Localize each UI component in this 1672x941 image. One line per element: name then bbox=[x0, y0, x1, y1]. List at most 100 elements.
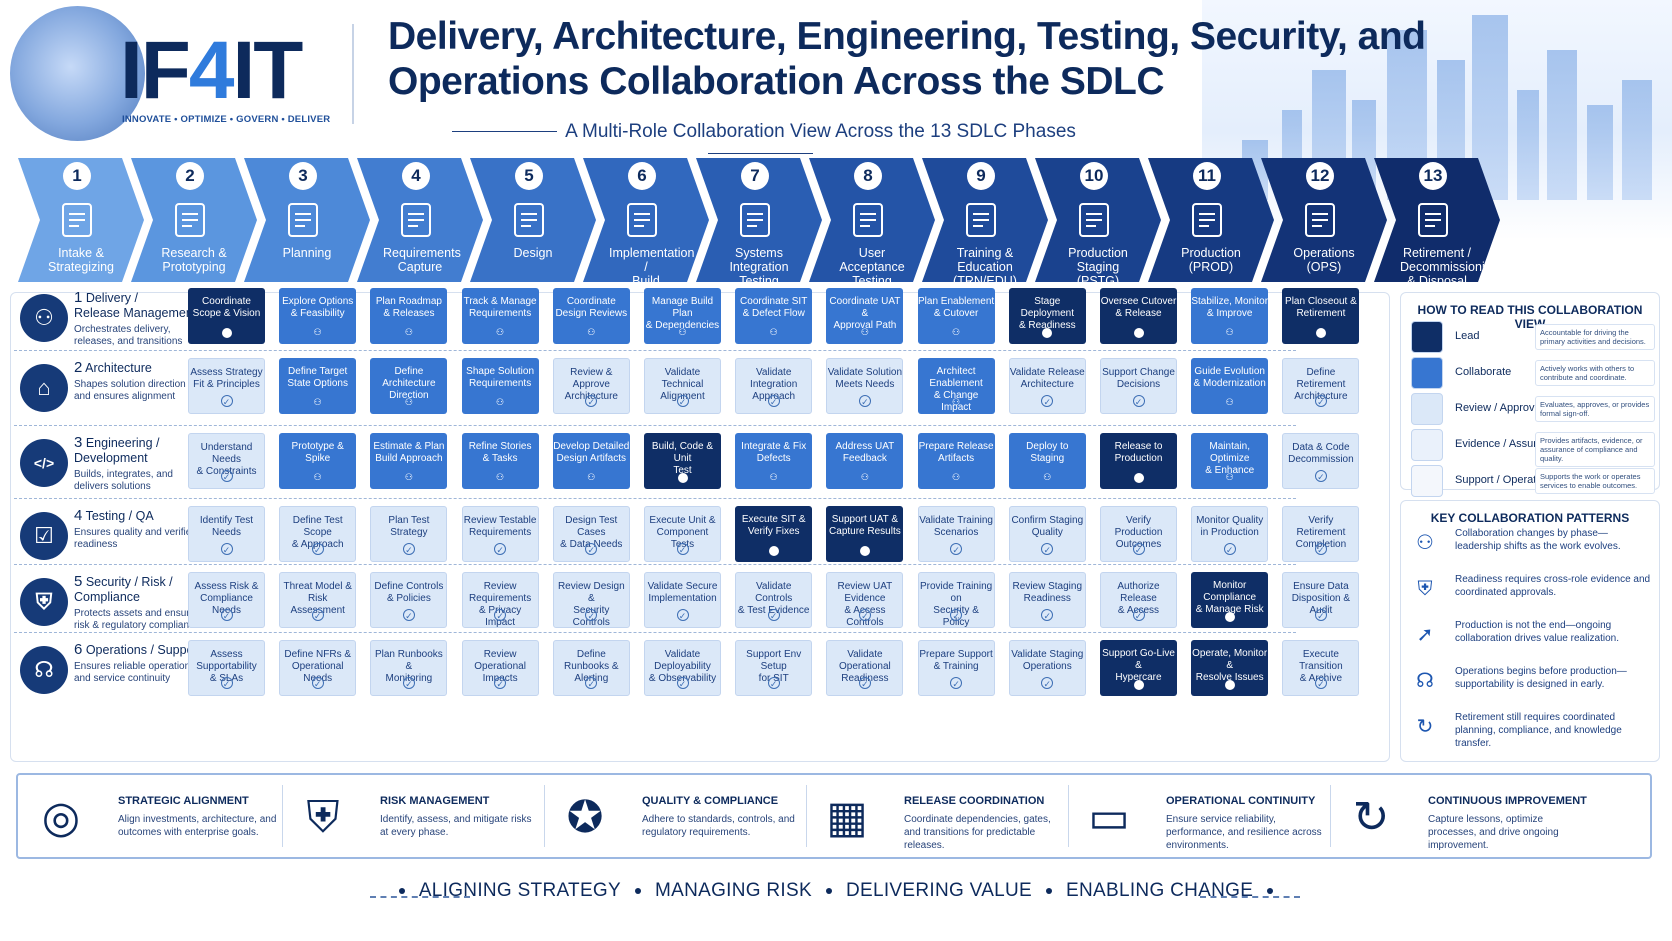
globe-icon bbox=[10, 6, 145, 141]
row-separator bbox=[14, 632, 1296, 633]
role-number: 2 bbox=[74, 359, 83, 376]
matrix-cell: Identify Test Needs✓ bbox=[188, 506, 265, 562]
cell-label: Define Controls & Policies bbox=[374, 581, 444, 604]
principle-divider bbox=[544, 785, 545, 847]
patterns-title: KEY COLLABORATION PATTERNS bbox=[1430, 511, 1630, 525]
shield-check-icon: ⛨ bbox=[306, 793, 340, 842]
phase-number: 1 bbox=[63, 162, 91, 190]
monitor-icon: ▭ bbox=[1088, 793, 1130, 842]
matrix-cell: Assess Risk & Compliance Needs✓ bbox=[188, 572, 265, 628]
cell-label: Plan Roadmap & Releases bbox=[375, 296, 442, 319]
row-separator bbox=[14, 425, 1296, 426]
phase-label: Production (PROD) bbox=[1181, 246, 1241, 274]
matrix-cell: Provide Training on Security & Policy✓ bbox=[917, 572, 995, 628]
check-circle-icon: ✓ bbox=[585, 543, 598, 555]
phase-icon bbox=[1072, 198, 1116, 242]
check-circle-icon: ✓ bbox=[676, 609, 689, 621]
lead-marker-icon bbox=[1315, 328, 1326, 338]
principle-title: OPERATIONAL CONTINUITY bbox=[1166, 795, 1316, 807]
cell-label: Plan Test Strategy bbox=[388, 515, 430, 538]
matrix-cell: Coordinate Scope & Vision bbox=[188, 288, 265, 344]
role-name: Architecture bbox=[85, 361, 152, 375]
matrix-cell: Architect Enablement & Change Impact⚇ bbox=[917, 358, 995, 414]
cell-label: Oversee Cutover & Release bbox=[1100, 296, 1177, 319]
people-icon: ⚇ bbox=[769, 472, 778, 482]
cell-label: Data & Code Decommission bbox=[1288, 442, 1354, 465]
phase-number: 4 bbox=[402, 162, 430, 190]
legend-name: Evidence / Assurance bbox=[1455, 438, 1561, 450]
check-circle-icon: ✓ bbox=[1223, 543, 1236, 555]
matrix-cell: Define Target State Options ⚇ bbox=[279, 358, 357, 414]
phase-number: 12 bbox=[1306, 162, 1334, 190]
lead-marker-icon bbox=[1133, 473, 1144, 483]
phase-icon bbox=[55, 198, 99, 242]
principle-divider bbox=[1068, 785, 1069, 847]
matrix-cell: Validate Deployability & Observability✓ bbox=[644, 640, 721, 696]
check-circle-icon: ✓ bbox=[858, 609, 871, 621]
check-circle-icon: ✓ bbox=[950, 677, 963, 689]
phase-number: 11 bbox=[1193, 162, 1221, 190]
role-title: 1 Delivery / Release Management bbox=[74, 290, 204, 321]
people-icon: ⚇ bbox=[313, 397, 322, 407]
cell-label: Release to Production bbox=[1114, 441, 1163, 464]
matrix-cell: Validate Technical Alignment✓ bbox=[644, 358, 721, 414]
lead-marker-icon bbox=[677, 473, 688, 483]
role-title: 2 Architecture bbox=[74, 360, 204, 376]
phase-label: Design bbox=[513, 246, 553, 260]
role-title: 5 Security / Risk / Compliance bbox=[74, 574, 204, 605]
cell-label: Support Env Setup for SIT bbox=[746, 649, 802, 684]
cell-label: Guide Evolution & Modernization bbox=[1193, 366, 1266, 389]
matrix-cell: Plan Closeout & Retirement bbox=[1282, 288, 1360, 344]
check-circle-icon: ✓ bbox=[1041, 395, 1054, 407]
check-circle-icon: ✓ bbox=[858, 677, 871, 689]
people-icon: ⚇ bbox=[496, 472, 505, 482]
principle-title: STRATEGIC ALIGNMENT bbox=[118, 795, 249, 807]
principle-description: Adhere to standards, controls, and regul… bbox=[642, 814, 795, 838]
people-icon: ⚇ bbox=[20, 294, 68, 342]
check-circle-icon: ✓ bbox=[585, 677, 598, 689]
cell-label: Manage Build Plan & Dependencies bbox=[645, 296, 720, 331]
check-circle-icon: ✓ bbox=[402, 677, 415, 689]
phase-icon bbox=[1411, 198, 1455, 242]
pattern-text: Retirement still requires coordinated pl… bbox=[1455, 712, 1622, 749]
cell-label: Validate Secure Implementation bbox=[647, 581, 718, 604]
lead-marker-icon bbox=[1133, 680, 1144, 690]
people-icon: ⚇ bbox=[860, 472, 869, 482]
check-circle-icon: ✓ bbox=[220, 543, 233, 555]
cell-label: Define Architecture Direction bbox=[382, 366, 436, 401]
cell-label: Prototype & Spike bbox=[291, 441, 344, 464]
cell-label: Validate Controls & Test Evidence bbox=[737, 581, 810, 616]
people-icon: ⚇ bbox=[952, 397, 961, 407]
role-title: 6 Operations / Support bbox=[74, 642, 204, 658]
award-icon: ✪ bbox=[566, 793, 604, 842]
matrix-cell: Verify Retirement Completion✓ bbox=[1282, 506, 1360, 562]
role-number: 1 bbox=[74, 289, 83, 306]
matrix-cell: Validate Staging Operations✓ bbox=[1008, 640, 1086, 696]
cell-label: Coordinate Scope & Vision bbox=[192, 296, 261, 319]
matrix-cell: Prototype & Spike⚇ bbox=[279, 433, 357, 489]
matrix-cell: Plan Enablement & Cutover⚇ bbox=[917, 288, 995, 344]
header-divider bbox=[352, 24, 354, 124]
matrix-cell: Track & Manage Requirements⚇ bbox=[461, 288, 539, 344]
matrix-cell: Validate Secure Implementation ✓ bbox=[644, 572, 721, 628]
check-circle-icon: ✓ bbox=[494, 543, 507, 555]
cell-label: Define Target State Options bbox=[287, 366, 348, 389]
footer-item: ALIGNING STRATEGY bbox=[418, 880, 621, 901]
headset-icon: ☊ bbox=[1416, 670, 1434, 692]
cell-label: Coordinate UAT & Approval Path bbox=[829, 296, 901, 331]
cell-label: Build, Code & Unit Test bbox=[651, 441, 714, 476]
matrix-cell: Review Testable Requirements✓ bbox=[461, 506, 539, 562]
people-icon: ⚇ bbox=[404, 472, 413, 482]
check-circle-icon: ✓ bbox=[1314, 677, 1327, 689]
phase-label: Intake & Strategizing bbox=[47, 246, 114, 274]
cell-label: Track & Manage Requirements bbox=[463, 296, 537, 319]
matrix-cell: Define Test Scope & Approach✓ bbox=[279, 506, 357, 562]
